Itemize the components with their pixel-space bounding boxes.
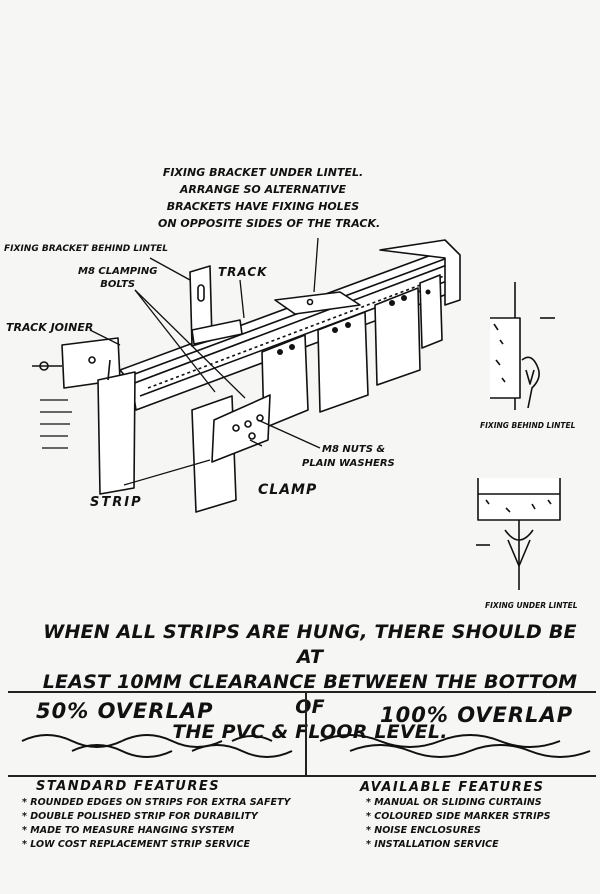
strip-center [191,394,271,513]
wall-hatching [40,399,72,449]
overlap-divider [305,693,307,775]
top-note: FIXING BRACKET UNDER LINTEL. ARRANGE SO … [158,164,381,232]
label-track: TRACK [218,265,268,279]
available-feature-item: NOISE ENCLOSURES [366,824,550,838]
available-feature-item: COLOURED SIDE MARKER STRIPS [366,810,550,824]
track-end-cap [379,239,461,306]
top-note-line-2: ARRANGE SO ALTERNATIVE [179,183,347,196]
track-assembly-diagram [32,237,561,590]
notice-line-1: WHEN ALL STRIPS ARE HUNG, THERE SHOULD B… [43,621,577,668]
label-strip: STRIP [90,495,143,510]
available-feature-item: MANUAL OR SLIDING CURTAINS [366,796,550,810]
available-features-title: AVAILABLE FEATURES [360,780,545,795]
label-m8-nuts-washers: M8 NUTS & PLAIN WASHERS [302,443,395,471]
label-clamp: CLAMP [258,482,318,498]
label-m8-nuts-line-2: PLAIN WASHERS [302,458,395,469]
overlap-100-title: 100% OVERLAP [380,703,574,727]
bracket-behind-lintel [189,265,243,347]
bracket-under-lintel [274,291,361,315]
label-m8-clamping-line-2: BOLTS [100,279,136,290]
top-note-line-1: FIXING BRACKET UNDER LINTEL. [162,166,364,179]
label-m8-nuts-line-1: M8 NUTS & [322,444,386,455]
label-m8-clamping-line-1: M8 CLAMPING [78,266,158,277]
standard-features-title: STANDARD FEATURES [36,779,221,794]
track-rail [119,249,459,411]
detail-fixing-behind-lintel [490,282,555,410]
label-m8-clamping-bolts: M8 CLAMPING BOLTS [78,265,157,291]
label-fixing-under-lintel: FIXING UNDER LINTEL [485,601,578,610]
clamp-plates [261,274,443,429]
detail-fixing-under-lintel [476,478,561,590]
standard-feature-item: MADE TO MEASURE HANGING SYSTEM [22,824,290,838]
overlap-50-wave [21,734,293,758]
standard-feature-item: LOW COST REPLACEMENT STRIP SERVICE [22,838,290,852]
available-features-list: MANUAL OR SLIDING CURTAINS COLOURED SIDE… [366,796,550,852]
clearance-notice: WHEN ALL STRIPS ARE HUNG, THERE SHOULD B… [40,620,580,745]
overlap-50-title: 50% OVERLAP [36,699,214,723]
overlap-panel: 50% OVERLAP 100% OVERLAP [8,691,596,777]
notice-line-2: LEAST 10MM CLEARANCE BETWEEN THE BOTTOM … [42,671,578,718]
top-note-line-4: ON OPPOSITE SIDES OF THE TRACK. [158,217,381,230]
standard-feature-item: ROUNDED EDGES ON STRIPS FOR EXTRA SAFETY [22,796,290,810]
standard-features-list: ROUNDED EDGES ON STRIPS FOR EXTRA SAFETY… [22,796,290,852]
label-fixing-behind-lintel: FIXING BEHIND LINTEL [480,421,576,430]
label-track-joiner: TRACK JOINER [6,321,94,334]
available-feature-item: INSTALLATION SERVICE [366,838,550,852]
label-bracket-behind-lintel: FIXING BRACKET BEHIND LINTEL [4,244,168,254]
overlap-100-wave [319,734,591,758]
leader-lines [89,237,321,486]
top-note-line-3: BRACKETS HAVE FIXING HOLES [166,200,360,213]
standard-feature-item: DOUBLE POLISHED STRIP FOR DURABILITY [22,810,290,824]
strip-left [97,359,136,495]
